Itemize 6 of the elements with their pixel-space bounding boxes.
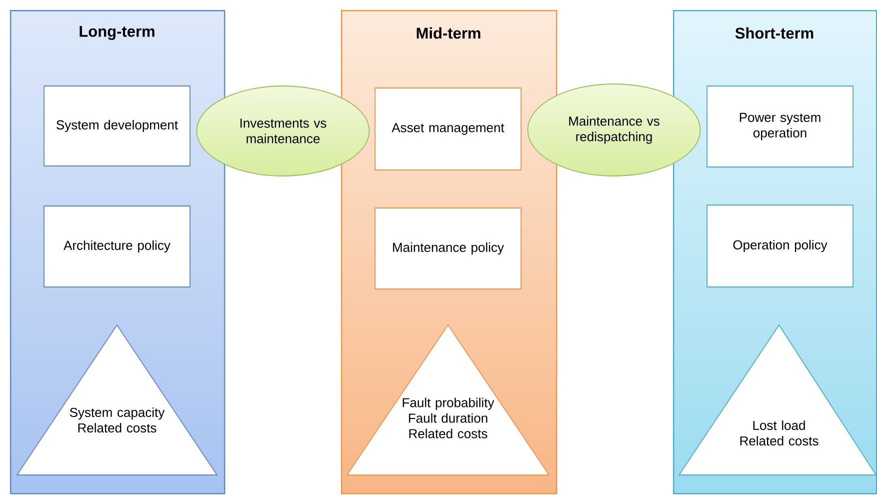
text-box: Asset management	[374, 88, 522, 170]
text-box: Maintenance policy	[374, 208, 522, 290]
text-box: System development	[44, 86, 190, 166]
text-box: Operation policy	[706, 204, 854, 288]
text-box: Power system operation	[706, 86, 854, 168]
text-box: Architecture policy	[44, 206, 190, 288]
